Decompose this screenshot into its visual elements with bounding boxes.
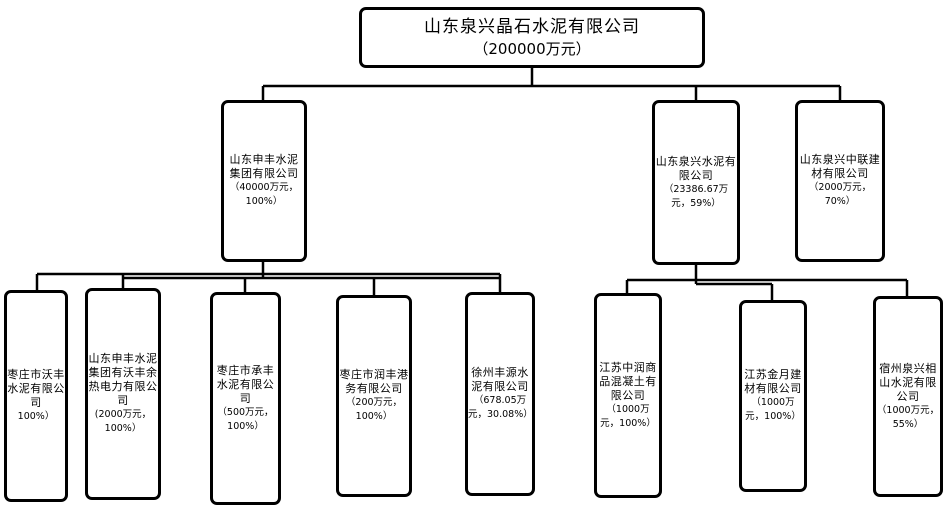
l2-company-name-0: 枣庄市沃丰水泥有限公司 [7,368,65,409]
l1-company-capital-1: （23386.67万元，59%） [663,183,729,209]
l1-company-box-1: 山东泉兴水泥有限公司 （23386.67万元，59%） [652,100,740,265]
l2-company-capital-2: （500万元，100%） [217,406,274,432]
l2-company-name-5: 江苏中润商品混凝土有限公司 [599,360,657,402]
l2-company-capital-4: （678.05万元，30.08%） [468,395,533,420]
l2-company-box-5: 江苏中润商品混凝土有限公司 （1000万元，100%） [594,293,662,498]
l2-company-name-3: 枣庄市润丰港务有限公司 [339,368,409,395]
l2-company-capital-6: （1000万元，100%） [745,397,801,422]
l2-company-box-7: 宿州泉兴相山水泥有限公司 （1000万元，55%） [873,296,943,497]
l2-company-box-6: 江苏金月建材有限公司 （1000万元，100%） [739,300,807,492]
l2-company-capital-1: (2000万元，100%） [94,409,152,434]
root-company-name: 山东泉兴晶石水泥有限公司 [424,16,640,37]
l2-company-name-6: 江苏金月建材有限公司 [744,368,802,395]
root-company-capital: （200000万元） [473,39,591,58]
l2-company-name-4: 徐州丰源水泥有限公司 [471,366,529,393]
l1-company-capital-0: （40000万元，100%） [229,182,299,207]
l2-company-name-2: 枣庄市承丰水泥有限公司 [216,363,275,405]
l2-company-box-2: 枣庄市承丰水泥有限公司 （500万元，100%） [210,292,281,505]
l1-company-name-0: 山东申丰水泥集团有限公司 [229,153,299,180]
l2-company-name-7: 宿州泉兴相山水泥有限公司 [879,361,937,403]
l1-company-name-2: 山东泉兴中联建材有限公司 [799,153,881,180]
l2-company-capital-3: （200万元，100%） [345,397,403,422]
l1-company-box-2: 山东泉兴中联建材有限公司 （2000万元，70%） [795,100,885,262]
l1-company-capital-2: （2000万元，70%） [808,182,872,207]
l2-company-capital-5: （1000万元，100%） [600,403,656,429]
l2-company-box-0: 枣庄市沃丰水泥有限公司 100%） [4,290,68,502]
l2-company-box-3: 枣庄市润丰港务有限公司 （200万元，100%） [336,295,412,497]
l2-company-capital-7: （1000万元，55%） [876,404,940,430]
l1-company-box-0: 山东申丰水泥集团有限公司 （40000万元，100%） [221,100,307,262]
l2-company-name-1: 山东申丰水泥集团有沃丰余热电力有限公司 [88,352,158,407]
l1-company-name-1: 山东泉兴水泥有限公司 [655,154,737,182]
l2-company-capital-0: 100%） [17,411,55,422]
root-company-box: 山东泉兴晶石水泥有限公司 （200000万元） [359,7,705,68]
l2-company-box-1: 山东申丰水泥集团有沃丰余热电力有限公司 (2000万元，100%） [85,288,161,500]
l2-company-box-4: 徐州丰源水泥有限公司 （678.05万元，30.08%） [465,292,535,496]
